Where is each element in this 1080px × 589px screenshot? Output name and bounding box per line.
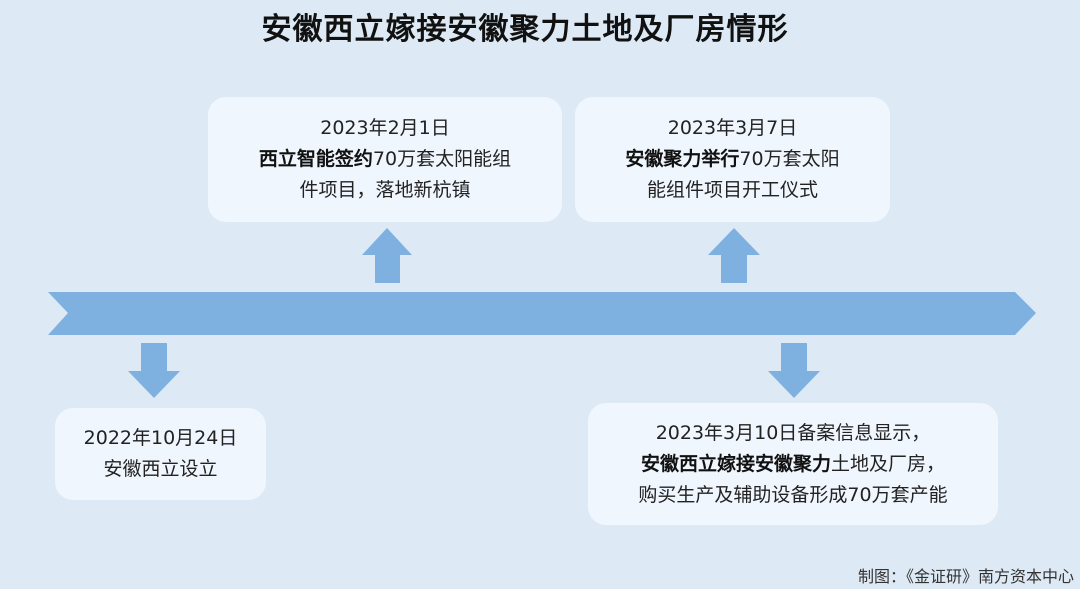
event-text: 购买生产及辅助设备形成70万套产能 bbox=[638, 483, 948, 506]
down-arrow-icon bbox=[768, 343, 820, 398]
event-text: 能组件项目开工仪式 bbox=[646, 179, 818, 201]
event-text: 件项目，落地新杭镇 bbox=[299, 179, 471, 201]
up-arrow-icon bbox=[362, 228, 412, 283]
event-text: 70万套太阳 bbox=[739, 148, 840, 170]
event-date: 2022年10月24日 bbox=[83, 427, 238, 449]
event-card-2023-02-01: 2023年2月1日 西立智能签约70万套太阳能组 件项目，落地新杭镇 bbox=[208, 97, 562, 222]
event-card-2023-03-07: 2023年3月7日 安徽聚力举行70万套太阳 能组件项目开工仪式 bbox=[575, 97, 890, 222]
event-card-2022-10-24: 2022年10月24日 安徽西立设立 bbox=[55, 408, 266, 500]
chart-credit: 制图：《金证研》南方资本中心 bbox=[857, 567, 1074, 586]
event-card-2023-03-10: 2023年3月10日备案信息显示， 安徽西立嫁接安徽聚力土地及厂房， 购买生产及… bbox=[588, 403, 998, 525]
event-text: 70万套太阳能组 bbox=[372, 148, 512, 170]
event-text: 安徽西立设立 bbox=[103, 458, 218, 480]
event-highlight: 安徽聚力举行 bbox=[625, 148, 740, 170]
event-highlight: 西立智能签约 bbox=[258, 148, 373, 170]
page-title: 安徽西立嫁接安徽聚力土地及厂房情形 bbox=[261, 12, 789, 47]
event-date: 2023年2月1日 bbox=[320, 117, 450, 139]
down-arrow-icon bbox=[128, 343, 180, 398]
up-arrow-icon bbox=[708, 228, 760, 283]
event-date: 2023年3月7日 bbox=[667, 117, 798, 139]
event-highlight: 安徽西立嫁接安徽聚力 bbox=[640, 452, 831, 475]
event-text: 土地及厂房， bbox=[831, 452, 946, 475]
event-date: 2023年3月10日备案信息显示， bbox=[655, 421, 931, 444]
timeline-band bbox=[48, 292, 1036, 335]
